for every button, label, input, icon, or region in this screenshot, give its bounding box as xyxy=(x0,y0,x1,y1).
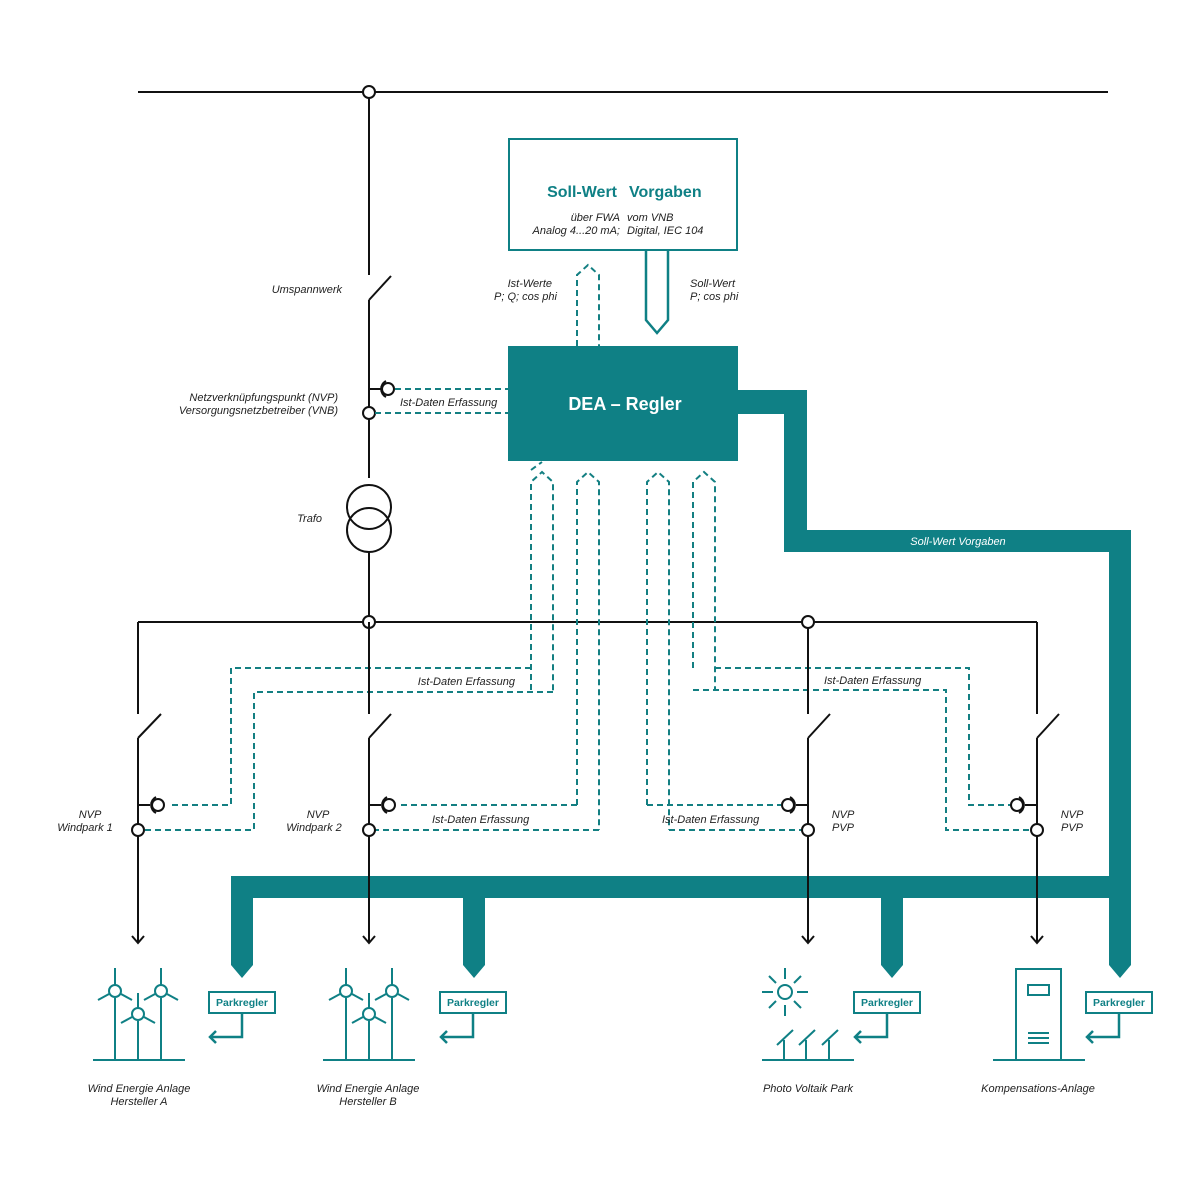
feeder-kompensation xyxy=(1010,622,1060,945)
kompensation-label: Kompensations-Anlage xyxy=(981,1083,1095,1095)
feeder-windpark-1 xyxy=(131,622,165,945)
arrow-down-icon xyxy=(362,935,376,945)
dea-controller-box xyxy=(508,346,738,461)
setpoint-sub-right-1: vom VNB xyxy=(627,212,673,224)
nvp-node xyxy=(362,823,376,837)
wp1-data-lower xyxy=(145,691,553,831)
wind-turbines-icon xyxy=(93,968,185,1061)
feeder-pv xyxy=(781,628,831,945)
nvp-windpark-1-label-2: Windpark 1 xyxy=(57,822,113,834)
data-arrow-4 xyxy=(692,470,716,690)
nvp-komp-label-2: PVP xyxy=(1061,822,1084,834)
data-arrow-3 xyxy=(646,470,670,830)
switch-icon xyxy=(368,713,392,739)
setpoint-arrow xyxy=(644,250,670,335)
nvp-windpark-2-label-2: Windpark 2 xyxy=(286,822,342,834)
sensor-arc xyxy=(380,380,387,398)
komp-data-lower xyxy=(693,689,1031,831)
sensor-arc xyxy=(381,796,388,814)
nvp-label-2: Versorgungsnetzbetreiber (VNB) xyxy=(179,405,339,417)
arrow-left-icon xyxy=(1085,1013,1121,1044)
sensor-arc xyxy=(789,796,796,814)
current-sensor-icon xyxy=(151,798,165,812)
ist-werte-label-1: Ist-Werte xyxy=(508,278,552,290)
nvp-label-1: Netzverknüpfungspunkt (NVP) xyxy=(189,392,338,404)
arrow-down-icon xyxy=(131,935,145,945)
data-arrow-2 xyxy=(576,470,600,830)
soll-wert-label-2: P; cos phi xyxy=(690,291,739,303)
parkregler-a-label: Parkregler xyxy=(216,997,268,1009)
distribution-node-pv xyxy=(801,615,815,629)
current-sensor-icon xyxy=(1010,798,1024,812)
nvp-node xyxy=(131,823,145,837)
soll-wert-bus-label: Soll-Wert Vorgaben xyxy=(910,536,1005,548)
setpoint-sub-right-2: Digital, IEC 104 xyxy=(627,225,703,237)
busbar-node xyxy=(362,85,376,99)
setpoint-box xyxy=(508,138,738,251)
arrow-tip xyxy=(530,461,543,471)
pv-park-label: Photo Voltaik Park xyxy=(763,1083,854,1095)
park-a-label-1: Wind Energie Anlage xyxy=(88,1083,191,1095)
ist-daten-label-main: Ist-Daten Erfassung xyxy=(400,397,498,409)
solar-park-icon xyxy=(762,968,854,1061)
current-sensor-icon xyxy=(381,382,395,396)
current-sensor-icon xyxy=(382,798,396,812)
parkregler-b-label: Parkregler xyxy=(447,997,499,1009)
setpoint-distribution-bus xyxy=(231,876,1110,978)
ist-daten-label-left-upper: Ist-Daten Erfassung xyxy=(418,676,516,688)
komp-data-upper xyxy=(715,667,1011,806)
sensor-arc xyxy=(150,796,157,814)
ist-daten-label-left-lower: Ist-Daten Erfassung xyxy=(432,814,530,826)
nvp-windpark-2-label-1: NVP xyxy=(307,809,330,821)
arrow-left-icon xyxy=(439,1013,475,1044)
sensor-arc xyxy=(1018,796,1025,814)
nvp-pv-label-1: NVP xyxy=(832,809,855,821)
ist-werte-arrow xyxy=(576,263,600,346)
arrow-left-icon xyxy=(208,1013,244,1044)
park-b-label-2: Hersteller B xyxy=(339,1096,396,1108)
setpoint-sub-left-1: über FWA xyxy=(571,212,620,224)
wind-turbines-icon xyxy=(323,968,415,1061)
umspannwerk-switch xyxy=(368,275,392,301)
parkregler-a: Parkregler xyxy=(208,991,276,1044)
umspannwerk-label: Umspannwerk xyxy=(272,284,343,296)
nvp-node xyxy=(1030,823,1044,837)
parkregler-b: Parkregler xyxy=(439,991,507,1044)
arrow-down-icon xyxy=(1030,935,1044,945)
parkregler-komp: Parkregler xyxy=(1085,991,1153,1044)
arrow-left-icon xyxy=(853,1013,889,1044)
setpoint-title-left: Soll-Wert xyxy=(547,184,618,201)
switch-icon xyxy=(807,713,831,739)
switch-icon xyxy=(1036,713,1060,739)
nvp-node xyxy=(801,823,815,837)
ist-werte-label-2: P; Q; cos phi xyxy=(494,291,558,303)
nvp-pv-label-2: PVP xyxy=(832,822,855,834)
nvp-node xyxy=(362,406,376,420)
parkregler-pv: Parkregler xyxy=(853,991,921,1044)
arrow-down-icon xyxy=(801,935,815,945)
nvp-komp-label-1: NVP xyxy=(1061,809,1084,821)
parkregler-pv-label: Parkregler xyxy=(861,997,913,1009)
parkregler-komp-label: Parkregler xyxy=(1093,997,1145,1009)
setpoint-title-right: Vorgaben xyxy=(629,184,702,201)
nvp-windpark-1-label-1: NVP xyxy=(79,809,102,821)
feeder-windpark-2 xyxy=(362,622,396,945)
park-a-label-2: Hersteller A xyxy=(110,1096,167,1108)
data-arrow-1 xyxy=(530,470,554,692)
setpoint-sub-left-2: Analog 4...20 mA; xyxy=(532,225,620,237)
wp1-data-upper xyxy=(168,667,531,806)
trafo-icon xyxy=(346,484,392,530)
dea-controller-label: DEA – Regler xyxy=(568,394,681,414)
park-b-label-1: Wind Energie Anlage xyxy=(317,1083,420,1095)
switch-icon xyxy=(137,713,162,739)
trafo-label: Trafo xyxy=(297,513,322,525)
compensation-cabinet-icon xyxy=(993,968,1085,1061)
current-sensor-icon xyxy=(781,798,795,812)
ist-daten-label-right-lower: Ist-Daten Erfassung xyxy=(662,814,760,826)
ist-daten-label-right-upper: Ist-Daten Erfassung xyxy=(824,675,922,687)
soll-wert-bus xyxy=(738,390,1131,978)
soll-wert-label-1: Soll-Wert xyxy=(690,278,736,290)
switch-gap xyxy=(362,714,376,738)
